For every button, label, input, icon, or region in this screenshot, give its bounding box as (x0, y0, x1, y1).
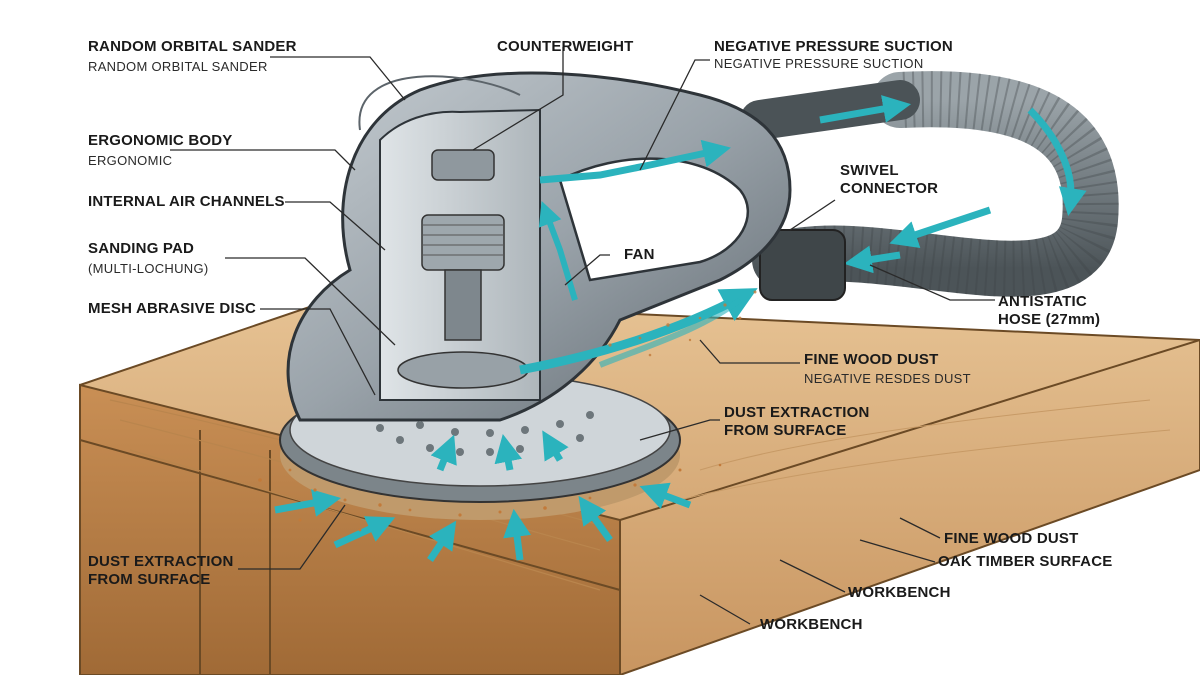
sander-body (286, 71, 792, 422)
label-antistatic-hose: ANTISTATIC HOSE (27mm) (998, 293, 1101, 328)
dust-in-channel (608, 290, 757, 357)
label-sanding-pad: SANDING PAD (88, 240, 195, 257)
label-fine-wood-dust: FINE WOOD DUST (804, 351, 939, 368)
pad-holes (376, 411, 594, 456)
label-swivel-connector: SWIVEL CONNECTOR (840, 162, 939, 197)
label-mesh-abrasive-disc: MESH ABRASIVE DISC (88, 300, 257, 317)
label-negative-pressure-suction: NEGATIVE PRESSURE SUCTION (714, 38, 953, 55)
label-oak-timber-surface: OAK TIMBER SURFACE (938, 553, 1113, 570)
label-fan: FAN (624, 246, 655, 263)
surface-airflow-arrows (274, 430, 692, 562)
swivel-connector-shape (759, 229, 846, 301)
label-ergonomic-body: ERGONOMIC BODY (88, 132, 233, 149)
label-internal-air-channels: INTERNAL AIR CHANNELS (88, 193, 285, 210)
label-fine-wood-dust-2: FINE WOOD DUST (944, 530, 1079, 547)
leader-lines (170, 47, 995, 625)
label-dust-extraction-right: DUST EXTRACTION FROM SURFACE (724, 404, 870, 439)
sublabel-ergonomic: ERGONOMIC (88, 153, 173, 168)
label-dust-extraction-left: DUST EXTRACTION FROM SURFACE (88, 553, 234, 588)
sublabel-multi-lochung: (MULTI-LOCHUNG) (88, 261, 209, 276)
label-workbench-2: WORKBENCH (760, 616, 863, 633)
wood-dust-particles (258, 463, 722, 532)
label-counterweight: COUNTERWEIGHT (497, 38, 634, 55)
sublabel-random-orbital-sander: RANDOM ORBITAL SANDER (88, 59, 268, 74)
sublabel-negative-pressure-suction: NEGATIVE PRESSURE SUCTION (714, 56, 924, 71)
fan-shape (397, 351, 529, 389)
antistatic-hose (740, 71, 1119, 301)
sublabel-negative-resdes-dust: NEGATIVE RESDES DUST (804, 371, 971, 386)
label-random-orbital-sander: RANDOM ORBITAL SANDER (88, 38, 297, 55)
label-workbench-1: WORKBENCH (848, 584, 951, 601)
counterweight-shape (431, 149, 495, 181)
